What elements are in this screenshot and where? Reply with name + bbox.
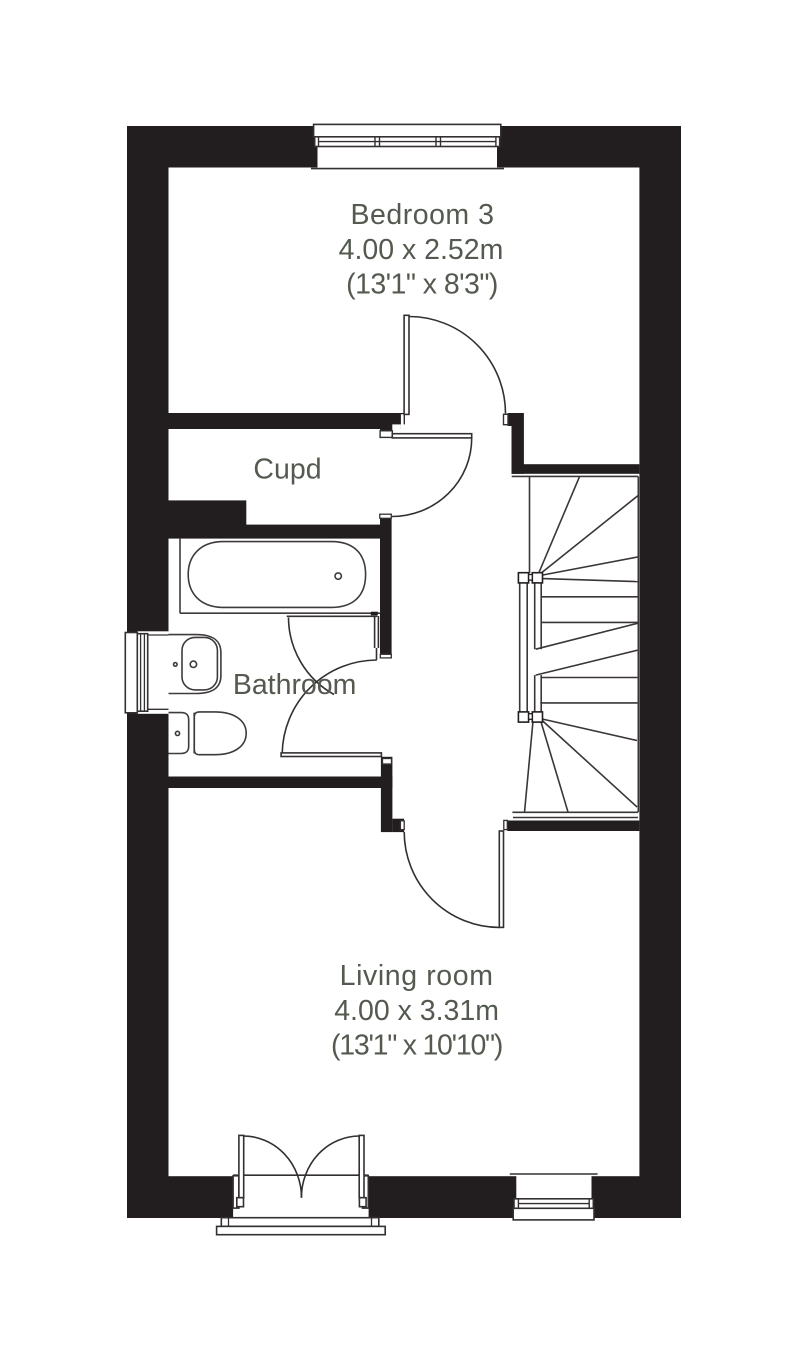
svg-text:Bedroom 3: Bedroom 3 [351,199,495,231]
svg-text:4.00 x 2.52m: 4.00 x 2.52m [339,234,504,266]
svg-text:Bathroom: Bathroom [233,669,357,701]
svg-text:4.00 x 3.31m: 4.00 x 3.31m [334,995,499,1027]
svg-text:Cupd: Cupd [253,454,321,486]
svg-text:Living room: Living room [340,960,494,992]
svg-text:(13'1" x 10'10"): (13'1" x 10'10") [331,1030,502,1062]
svg-text:(13'1" x 8'3"): (13'1" x 8'3") [346,269,498,301]
